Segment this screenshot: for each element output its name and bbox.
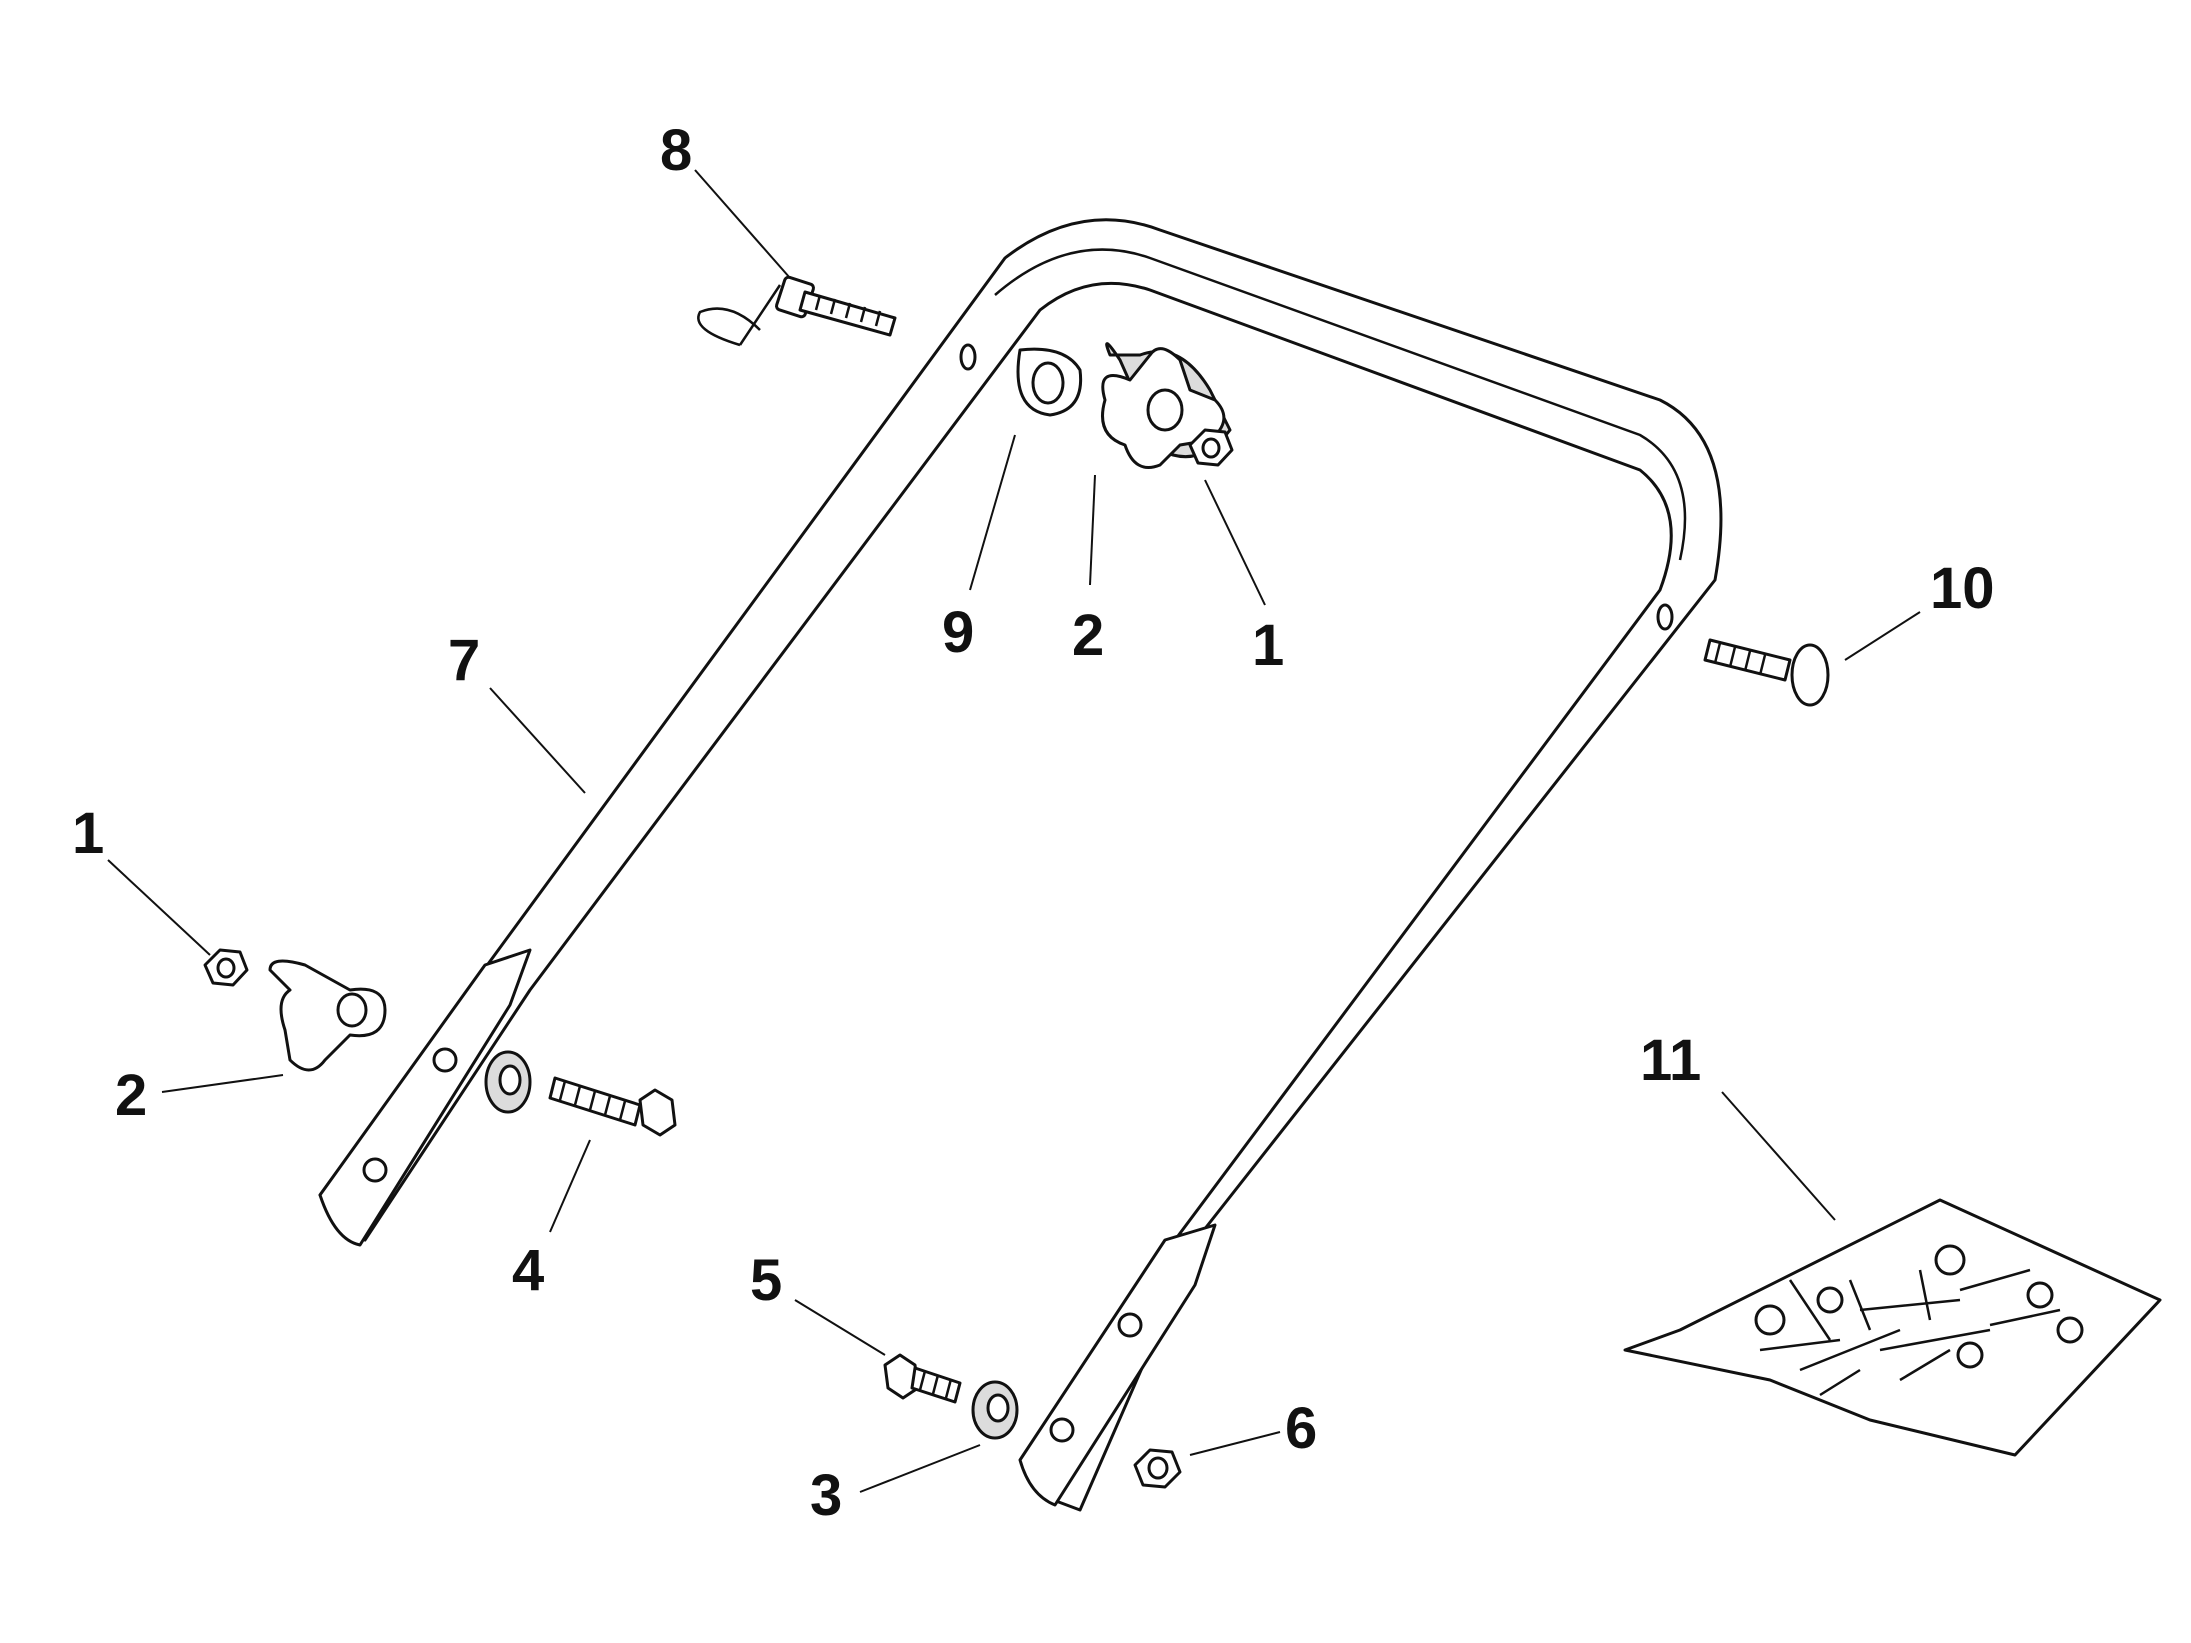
leader-5 <box>794 1299 886 1356</box>
hex-bolt-part-5 <box>883 1353 962 1404</box>
leader-2-left <box>161 1074 284 1093</box>
knob-left-part-2 <box>268 959 387 1072</box>
leader-7 <box>489 687 586 794</box>
callout-2-left: 2 <box>115 1063 147 1128</box>
leader-1-top <box>1204 479 1266 606</box>
callout-labels: 8 9 2 1 10 7 1 2 4 11 5 3 6 <box>72 118 1995 1528</box>
callout-10: 10 <box>1930 556 1995 621</box>
washer-part-3 <box>971 1380 1019 1440</box>
leader-2-top <box>1089 474 1096 586</box>
callout-1-top: 1 <box>1252 613 1284 678</box>
nut-part-6 <box>1133 1448 1182 1489</box>
callout-3: 3 <box>810 1463 842 1528</box>
pin-bolt-part-8 <box>697 275 897 347</box>
leader-11 <box>1721 1091 1836 1221</box>
callout-8: 8 <box>660 118 692 183</box>
callout-6: 6 <box>1285 1396 1317 1461</box>
hardware-bag-part-11 <box>1623 1198 2162 1457</box>
leader-1-left <box>107 859 211 956</box>
leader-4 <box>549 1139 591 1233</box>
callout-9: 9 <box>942 600 974 665</box>
callout-5: 5 <box>750 1248 782 1313</box>
bag-contents <box>1754 1244 2084 1397</box>
leader-9 <box>969 434 1016 591</box>
callout-1-left: 1 <box>72 801 104 866</box>
leader-10 <box>1844 611 1921 661</box>
callout-11: 11 <box>1640 1028 1701 1093</box>
hex-bolt-part-4 <box>548 1076 677 1137</box>
carriage-bolt-part-10 <box>1703 638 1830 707</box>
callout-7: 7 <box>448 628 480 693</box>
leader-lines <box>107 169 1921 1493</box>
callout-2-top: 2 <box>1072 603 1104 668</box>
leader-8 <box>694 169 791 279</box>
nut-left-part-1 <box>203 948 249 987</box>
leader-3 <box>859 1444 981 1493</box>
handle-bar-part-7 <box>318 218 1723 1512</box>
callout-4: 4 <box>512 1238 544 1303</box>
nut-top-part-1 <box>1188 428 1234 467</box>
leader-6 <box>1189 1431 1281 1456</box>
washer-left <box>484 1050 532 1114</box>
spacer-part-9 <box>1016 347 1083 417</box>
